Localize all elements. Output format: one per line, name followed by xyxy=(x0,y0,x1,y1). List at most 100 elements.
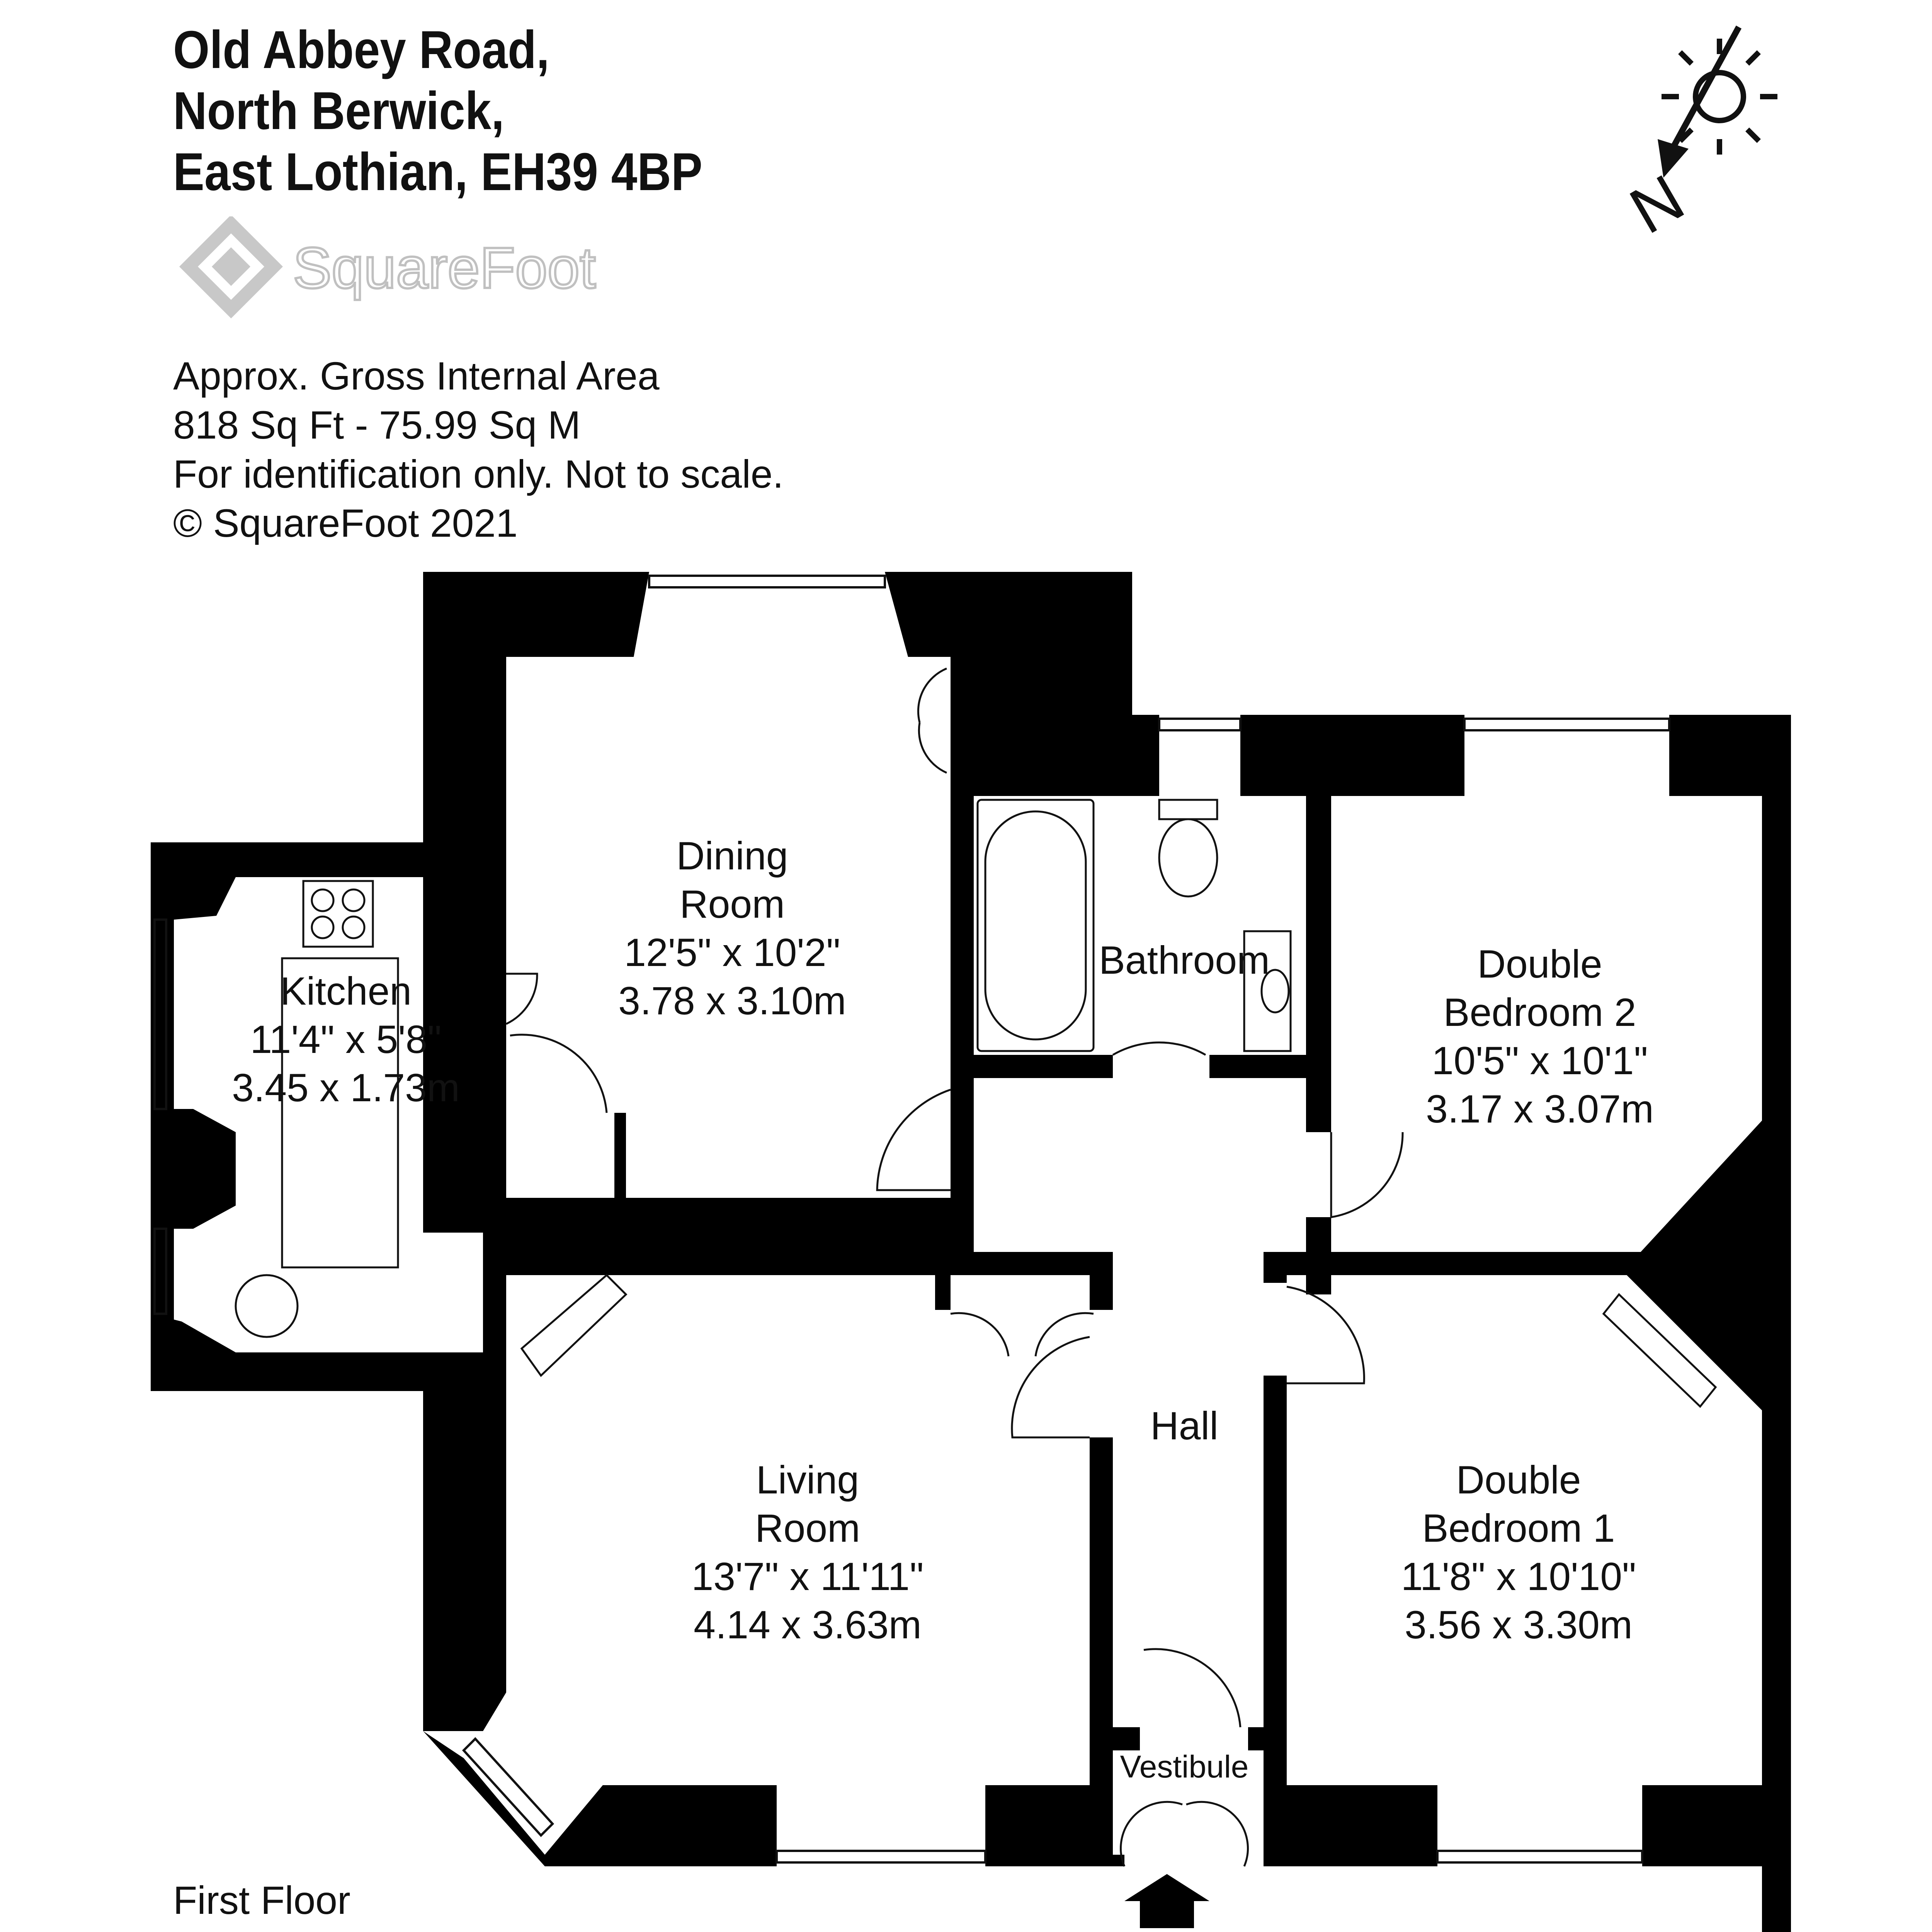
window-living xyxy=(776,1850,986,1864)
area-value: 818 Sq Ft - 75.99 Sq M xyxy=(173,403,581,447)
door-dining-hall xyxy=(876,1088,951,1191)
walls xyxy=(151,572,1791,1932)
wall-bath-left xyxy=(951,796,974,1248)
window-bed1 xyxy=(1436,1850,1643,1864)
wall-kitchen-chimney xyxy=(151,1109,236,1229)
wall-living-bottom-left xyxy=(423,1731,777,1866)
copyright: © SquareFoot 2021 xyxy=(173,501,518,545)
entrance-arrow-icon xyxy=(1124,1874,1209,1928)
basin-icon xyxy=(1243,930,1292,1052)
wall-kitchen-bottom xyxy=(151,1314,506,1391)
kitchen-counter xyxy=(281,957,399,1269)
hob-ring xyxy=(311,888,335,912)
wall-bed1-bottom-right xyxy=(1642,1785,1791,1866)
dining-label-1: Dining xyxy=(676,834,788,878)
fireplace-living xyxy=(520,1274,628,1377)
wall-right-outer xyxy=(1762,715,1791,1932)
dining-label-2: Room xyxy=(680,882,785,926)
wall-bed2-top-left xyxy=(1240,715,1464,796)
north-arrow-icon xyxy=(1658,26,1742,178)
living-imperial: 13'7" x 11'11" xyxy=(692,1554,924,1599)
hob-ring xyxy=(342,915,366,939)
dining-metric: 3.78 x 3.10m xyxy=(618,979,846,1023)
door-vestibule xyxy=(1143,1648,1242,1728)
window-dining xyxy=(648,575,886,588)
wall-kitchen-right-lower xyxy=(483,1082,506,1352)
door-living-hall xyxy=(1011,1336,1090,1439)
vestibule-label: Vestibule xyxy=(1120,1749,1249,1784)
wall-bed1-top-stub xyxy=(1264,1252,1287,1283)
disclaimer: For identification only. Not to scale. xyxy=(173,452,784,496)
room-labels: Kitchen 11'4" x 5'8" 3.45 x 1.73m Dining… xyxy=(232,834,1654,1784)
bedroom1-metric: 3.56 x 3.30m xyxy=(1405,1603,1633,1647)
squarefoot-logo: SquareFoot xyxy=(179,216,597,319)
door-bath xyxy=(1112,1041,1206,1056)
address-line-3: East Lothian, EH39 4BP xyxy=(173,142,702,202)
dining-imperial: 12'5" x 10'2" xyxy=(624,930,840,975)
hob-icon xyxy=(302,880,374,948)
address-line-2: North Berwick, xyxy=(173,81,505,141)
squarefoot-logo-mark xyxy=(179,216,283,319)
wall-dining-cupboard xyxy=(614,1113,626,1198)
wall-dining-bottom xyxy=(506,1198,970,1275)
bathtub-inner xyxy=(984,810,1087,1041)
bedroom2-label-2: Bedroom 2 xyxy=(1444,990,1636,1034)
wall-living-closet-left xyxy=(935,1271,951,1310)
bedroom2-label-1: Double xyxy=(1477,942,1602,986)
address-line-1: Old Abbey Road, xyxy=(173,20,549,80)
wall-dining-topright xyxy=(885,572,1132,715)
bedroom1-imperial: 11'8" x 10'10" xyxy=(1401,1554,1636,1599)
hob-ring xyxy=(311,915,335,939)
wall-kitchen-pier xyxy=(483,1078,506,1124)
bathroom-label: Bathroom xyxy=(1099,938,1270,982)
window-bath xyxy=(1158,718,1242,731)
wall-kitchen-top xyxy=(151,842,506,920)
kitchen-label: Kitchen xyxy=(280,969,412,1013)
toilet-cistern xyxy=(1158,799,1218,820)
door-front xyxy=(1120,1801,1249,1867)
wall-dining-topleft xyxy=(423,572,649,657)
sun-icon xyxy=(1662,39,1777,155)
wall-living-right xyxy=(1090,1437,1113,1866)
basin-bowl xyxy=(1260,969,1290,1014)
wall-vest-left xyxy=(1113,1727,1140,1750)
living-label-2: Room xyxy=(755,1506,860,1550)
bedroom1-label-1: Double xyxy=(1456,1458,1581,1502)
wall-living-top xyxy=(970,1252,1113,1275)
area-label: Approx. Gross Internal Area xyxy=(173,354,660,398)
bedroom1-label-2: Bedroom 1 xyxy=(1422,1506,1615,1550)
wall-bath-top-left xyxy=(951,715,1159,796)
area-info: Approx. Gross Internal Area 818 Sq Ft - … xyxy=(173,352,784,548)
wall-kitchen-right-upper xyxy=(483,842,506,974)
window-kitchen-lower xyxy=(153,1228,167,1315)
fixtures xyxy=(235,799,1717,1408)
door-dining-cupboard xyxy=(917,667,947,774)
toilet-icon xyxy=(1158,818,1218,898)
door-bed1-hall xyxy=(1286,1286,1365,1384)
bathtub-icon xyxy=(976,799,1095,1052)
door-cupboard xyxy=(510,1034,608,1113)
compass-icon: N xyxy=(1618,26,1777,248)
door-living-closet xyxy=(950,1312,1094,1357)
kitchen-metric: 3.45 x 1.73m xyxy=(232,1066,460,1110)
property-address: Old Abbey Road, North Berwick, East Loth… xyxy=(173,19,702,202)
hall-label: Hall xyxy=(1150,1404,1218,1448)
doors xyxy=(505,667,1404,1867)
wall-bath-bottom-right xyxy=(1209,1055,1310,1078)
window-living-corner xyxy=(462,1737,554,1837)
living-label-1: Living xyxy=(756,1458,859,1502)
wall-bed1-left xyxy=(1264,1376,1287,1866)
bedroom2-imperial: 10'5" x 10'1" xyxy=(1432,1039,1648,1083)
squarefoot-logo-text: SquareFoot xyxy=(293,235,596,300)
wall-bath-right xyxy=(1306,796,1331,1132)
windows xyxy=(153,575,1670,1864)
wall-bed1-top xyxy=(1267,1252,1654,1275)
wall-bath-bottom-left xyxy=(951,1055,1113,1078)
wall-bed-diagonal xyxy=(1623,1121,1762,1410)
fireplace-bed1 xyxy=(1602,1293,1717,1408)
floor-label: First Floor xyxy=(173,1878,350,1922)
wall-bed1-bottom-left xyxy=(1264,1785,1437,1866)
window-kitchen-upper xyxy=(153,918,167,1110)
wall-hall-upper-left xyxy=(951,1198,974,1256)
